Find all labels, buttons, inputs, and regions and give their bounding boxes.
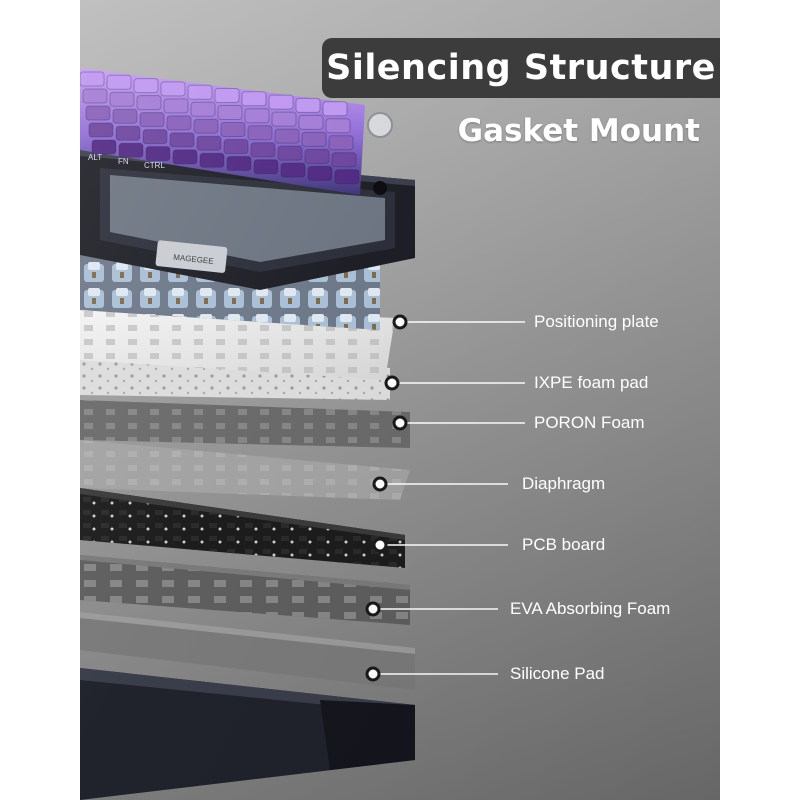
callout-dot bbox=[372, 476, 388, 492]
keycap bbox=[160, 81, 186, 97]
keycap bbox=[334, 169, 360, 185]
product-image: MAGEGEE ALT FN CTRL bbox=[80, 0, 720, 800]
keycap bbox=[118, 142, 144, 158]
callout-dot bbox=[365, 601, 381, 617]
keycap bbox=[277, 145, 303, 161]
callout-dot bbox=[384, 375, 400, 391]
keycap bbox=[241, 91, 267, 107]
keycap bbox=[133, 78, 159, 94]
keycap-layer: ALT FN CTRL bbox=[80, 68, 393, 195]
diaphragm-layer bbox=[80, 440, 410, 500]
pcb-board-layer bbox=[80, 488, 405, 568]
keycap bbox=[196, 135, 222, 151]
callout-dot bbox=[372, 537, 388, 553]
keycap bbox=[331, 152, 357, 168]
key-legend: CTRL bbox=[144, 161, 165, 170]
label-eva-absorbing-foam: EVA Absorbing Foam bbox=[510, 599, 671, 618]
keycap bbox=[253, 159, 279, 175]
poron-foam-layer bbox=[80, 400, 410, 448]
keycap bbox=[145, 146, 171, 162]
keycap bbox=[301, 131, 327, 147]
keycap bbox=[112, 108, 138, 124]
keycap bbox=[325, 118, 351, 134]
keycap bbox=[280, 162, 306, 178]
keycap bbox=[166, 115, 192, 131]
keycap bbox=[109, 91, 135, 107]
keycap bbox=[217, 105, 243, 120]
keycap bbox=[172, 149, 198, 165]
keycap bbox=[85, 105, 111, 121]
keycap bbox=[88, 122, 114, 138]
keycap bbox=[328, 135, 354, 151]
keycap bbox=[163, 98, 189, 114]
keycap bbox=[91, 139, 117, 155]
volume-knob-icon bbox=[367, 112, 393, 138]
keycap bbox=[220, 122, 246, 137]
keycap bbox=[169, 132, 195, 148]
key-legend: FN bbox=[118, 157, 129, 166]
keycap bbox=[139, 112, 165, 128]
keycap bbox=[226, 156, 252, 171]
callouts bbox=[365, 314, 525, 682]
label-poron-foam: PORON Foam bbox=[534, 413, 645, 432]
keycap bbox=[307, 165, 333, 181]
keycap bbox=[298, 114, 324, 130]
keycap bbox=[115, 125, 141, 141]
keycap bbox=[214, 88, 240, 103]
keycap bbox=[106, 74, 132, 90]
keycap bbox=[274, 128, 300, 144]
page-title: Silencing Structure bbox=[326, 48, 716, 88]
keycap bbox=[136, 95, 162, 111]
bottom-case bbox=[80, 668, 415, 800]
keycap bbox=[193, 118, 219, 134]
callout-dot bbox=[392, 415, 408, 431]
brand-badge bbox=[155, 240, 228, 273]
label-silicone-pad: Silicone Pad bbox=[510, 664, 605, 683]
keycap bbox=[244, 108, 270, 124]
keycap-grid bbox=[80, 71, 360, 185]
keycap bbox=[187, 84, 213, 100]
label-ixpe-foam-pad: IXPE foam pad bbox=[534, 373, 649, 392]
keycap bbox=[304, 148, 330, 164]
key-legend: ALT bbox=[88, 153, 102, 162]
keycap bbox=[199, 152, 225, 168]
eva-foam-layer bbox=[80, 555, 410, 625]
brand-badge-text: MAGEGEE bbox=[173, 253, 214, 266]
keycap bbox=[268, 94, 294, 110]
keycap bbox=[82, 88, 108, 104]
keycap bbox=[250, 142, 276, 158]
silicone-pad-layer bbox=[80, 612, 415, 690]
keycap bbox=[142, 129, 168, 145]
callout-dot bbox=[392, 314, 408, 330]
label-diaphragm: Diaphragm bbox=[522, 474, 606, 493]
exploded-keyboard-illustration: MAGEGEE ALT FN CTRL bbox=[80, 68, 525, 800]
keycap bbox=[295, 97, 321, 113]
keycap bbox=[322, 101, 348, 117]
callout-dot bbox=[365, 666, 381, 682]
keycap bbox=[80, 71, 105, 87]
title-banner: Silencing Structure bbox=[322, 38, 720, 98]
keycap bbox=[247, 125, 273, 141]
label-positioning-plate: Positioning plate bbox=[534, 312, 659, 331]
page-subtitle: Gasket Mount bbox=[457, 113, 700, 149]
keycap bbox=[190, 101, 216, 117]
keycap bbox=[223, 139, 249, 154]
label-pcb-board: PCB board bbox=[522, 535, 606, 554]
keycap bbox=[271, 111, 297, 127]
